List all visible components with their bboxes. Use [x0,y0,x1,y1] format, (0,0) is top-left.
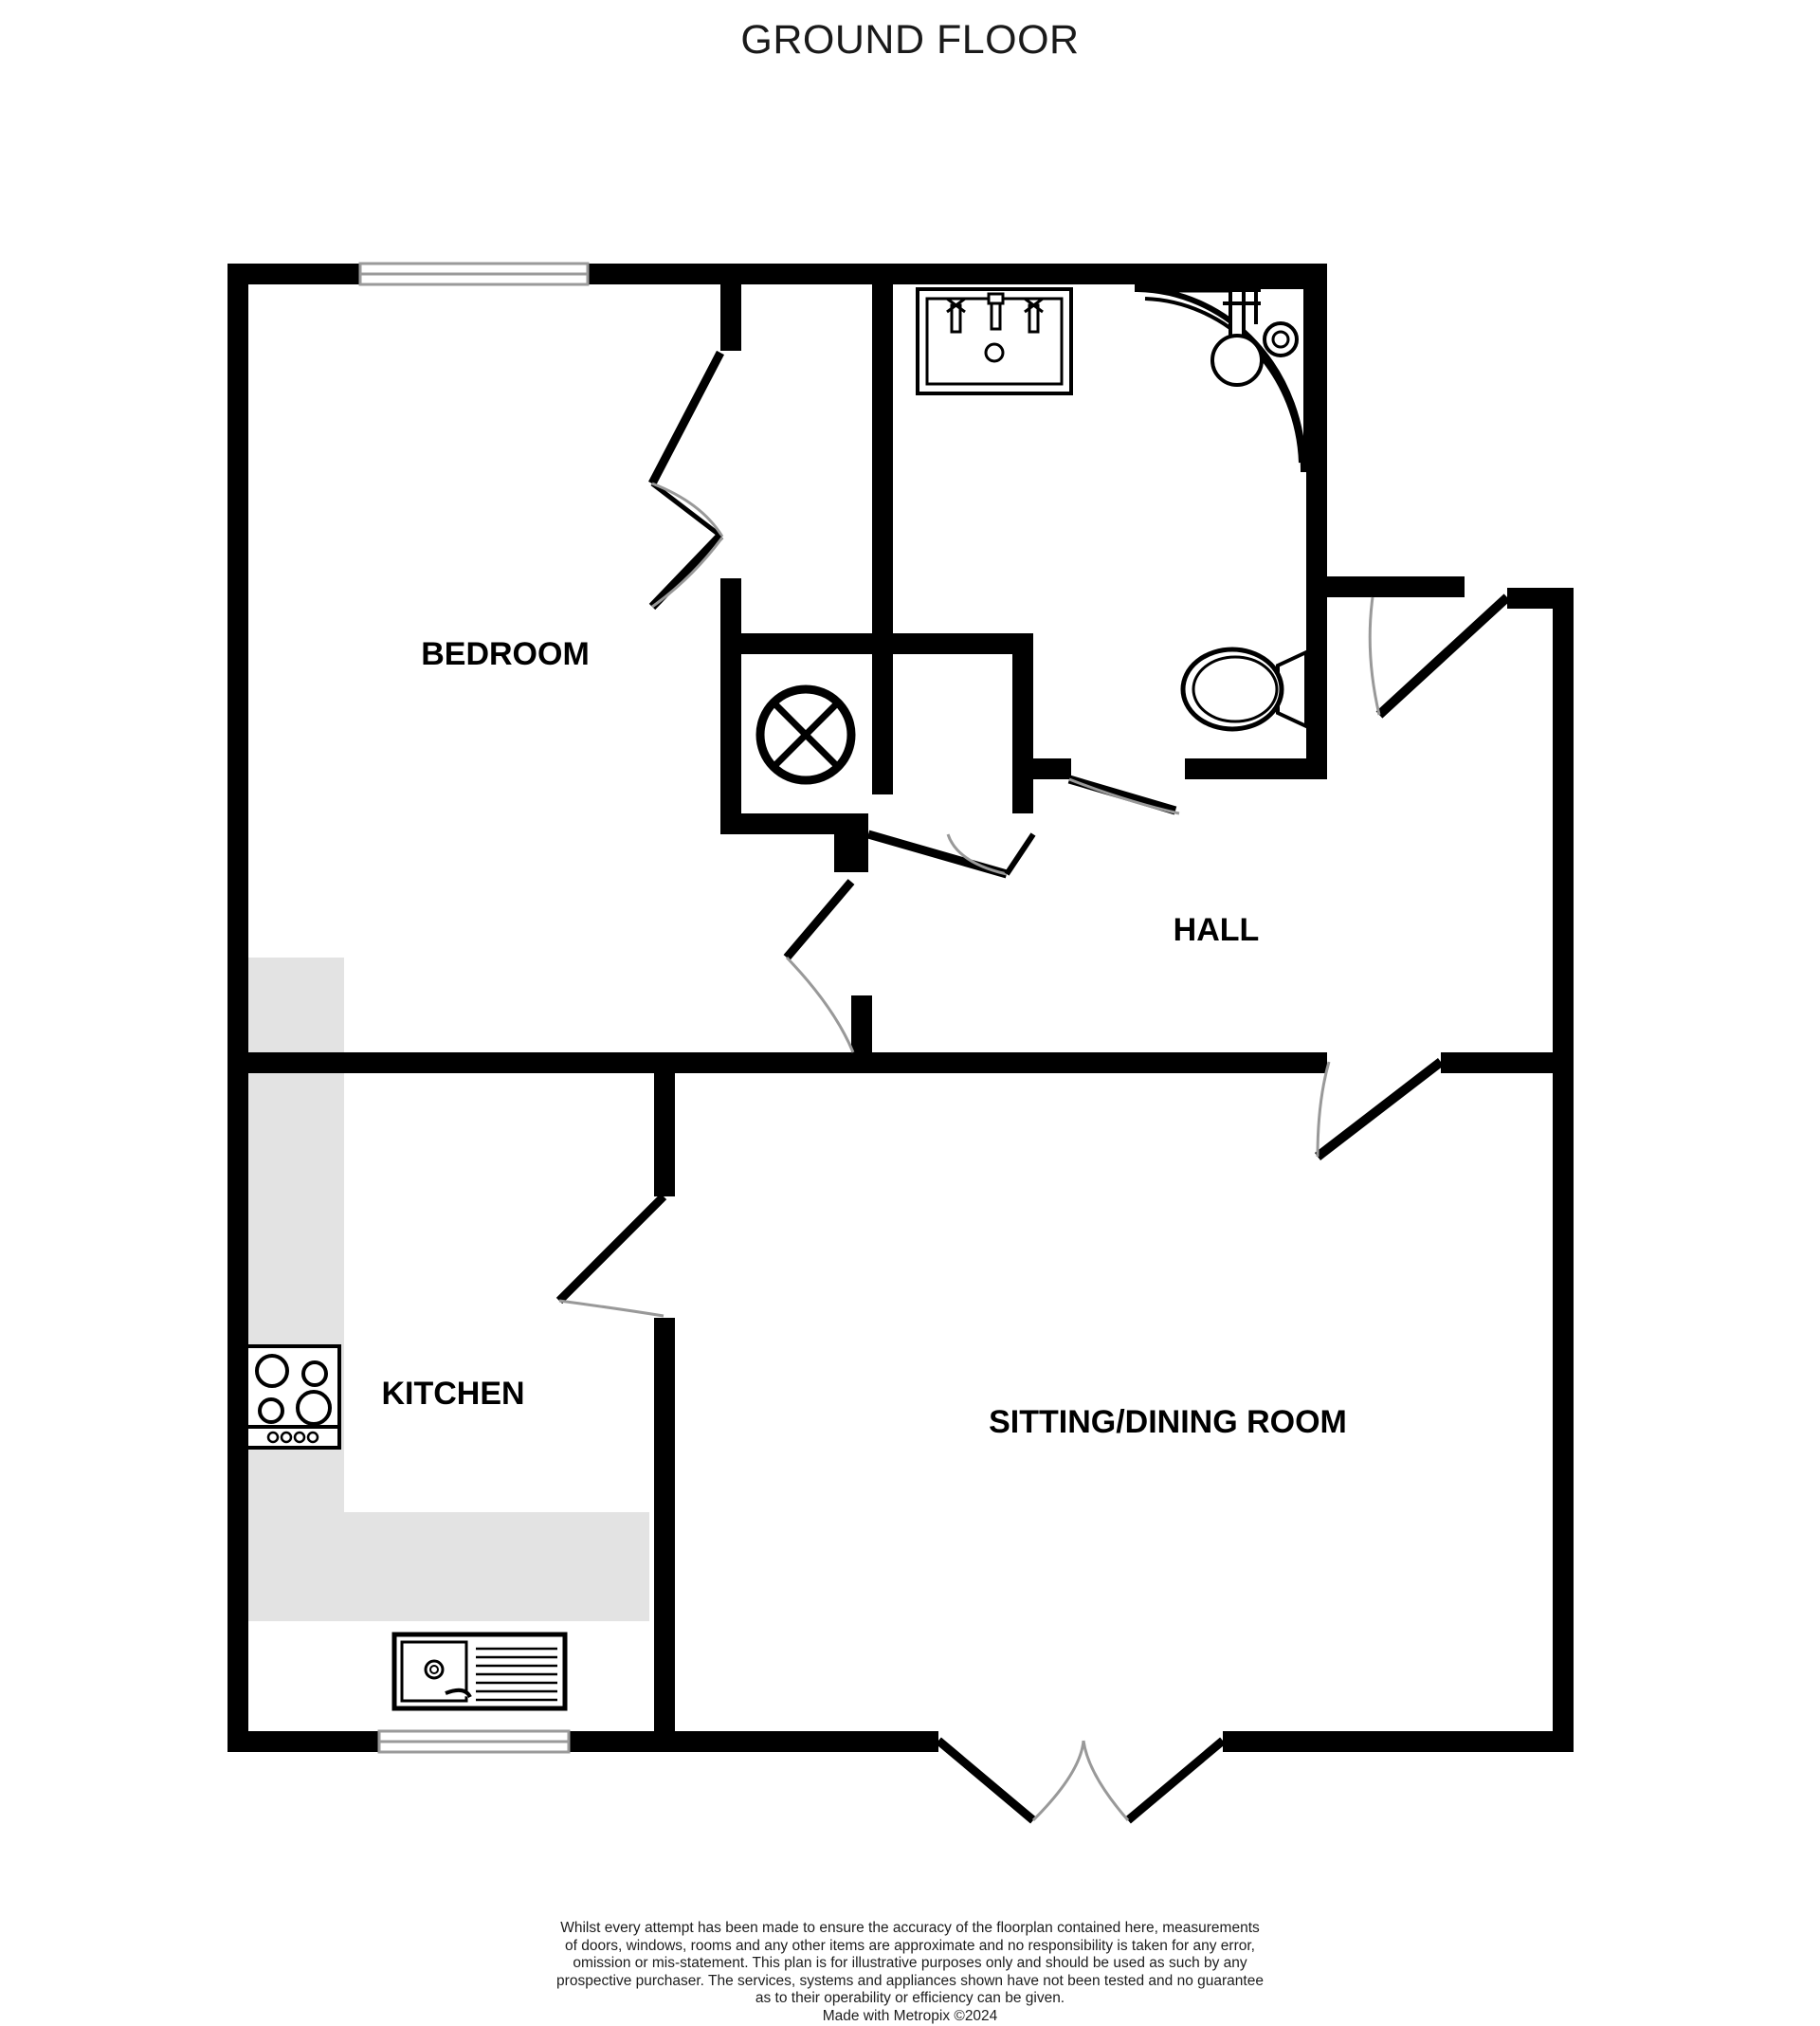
walls [228,264,1574,1752]
disclaimer: Whilst every attempt has been made to en… [0,1920,1820,2025]
door-hall-sitting [1314,1058,1445,1160]
wall-bottom-mid [569,1731,938,1752]
room-label-hall: HALL [1174,912,1260,948]
disclaimer-line-2: of doors, windows, rooms and any other i… [564,1937,1255,1954]
floorplan-container: BEDROOM HALL KITCHEN SITTING/DINING ROOM [0,104,1820,1887]
windows [358,262,590,1754]
wall-bathroom-bottom-right [1306,586,1327,779]
wall-bathroom-right-upper [1306,264,1327,595]
window-kitchen [377,1729,571,1754]
disclaimer-line-4: prospective purchaser. The services, sys… [556,1972,1264,1989]
room-label-bedroom: BEDROOM [421,636,590,672]
wall-cupboard-right [1012,633,1033,813]
hob-appliance [245,1344,341,1450]
door-bathroom [1067,775,1180,815]
wall-kitchen-divide-upper [654,1073,675,1196]
wall-bathroom-bottom [1185,758,1327,779]
wall-cupboard-bottom-left [720,813,863,834]
door-kitchen [555,1193,667,1318]
wall-top-left [228,264,360,284]
door-patio [936,1737,1226,1824]
wall-bottom-left [228,1731,379,1752]
door-bedroom-bifold [648,350,724,611]
wall-top-mid [588,264,1327,284]
wall-bottom-right [1223,1731,1574,1752]
wall-bedroom-door-stub [851,995,872,1054]
wall-kitchen-divide-lower [654,1318,675,1752]
room-label-sitting-dining-room: SITTING/DINING ROOM [989,1404,1347,1440]
wall-bathroom-left [872,264,893,794]
page-title: GROUND FLOOR [740,17,1080,63]
metropix-credit: Made with Metropix ©2024 [822,2007,998,2024]
bath-fixture [916,287,1073,395]
door-cupboard [866,830,1036,879]
cylinder-cupboard-symbol [755,684,856,785]
wall-bathroom-hall-stub [1327,576,1465,597]
quadrant-shower-enclosure [1135,283,1309,472]
wall-cupboard-top [720,633,1033,654]
door-entrance [1368,593,1511,719]
wall-cupboard-left [720,654,741,834]
floor-fills [228,265,1574,1640]
window-bedroom [358,262,590,286]
door-bedroom-lower [783,879,855,1053]
wall-hall-sitting-divide [664,1052,1327,1073]
floorplan-drawing: BEDROOM HALL KITCHEN SITTING/DINING ROOM [228,262,1574,1824]
kitchen-sink-with-drainer [391,1632,568,1711]
wall-left-outer [228,264,248,1752]
doors [555,350,1511,1824]
wall-right-outer [1553,588,1574,1752]
toilet-fixture [1180,647,1308,732]
disclaimer-line-3: omission or mis-statement. This plan is … [573,1955,1247,1971]
wall-cupboard-stub [834,813,868,872]
wall-hall-bottom-right [1441,1052,1574,1073]
wall-hall-right-top [1507,588,1574,609]
disclaimer-line-5: as to their operability or efficiency ca… [755,1990,1065,2006]
room-label-kitchen: KITCHEN [381,1376,524,1412]
wall-cupboard-right-stub [1033,758,1071,779]
disclaimer-line-1: Whilst every attempt has been made to en… [560,1920,1260,1936]
wall-bedroom-hall-top [720,284,741,351]
room-labels: BEDROOM HALL KITCHEN SITTING/DINING ROOM [381,636,1346,1440]
